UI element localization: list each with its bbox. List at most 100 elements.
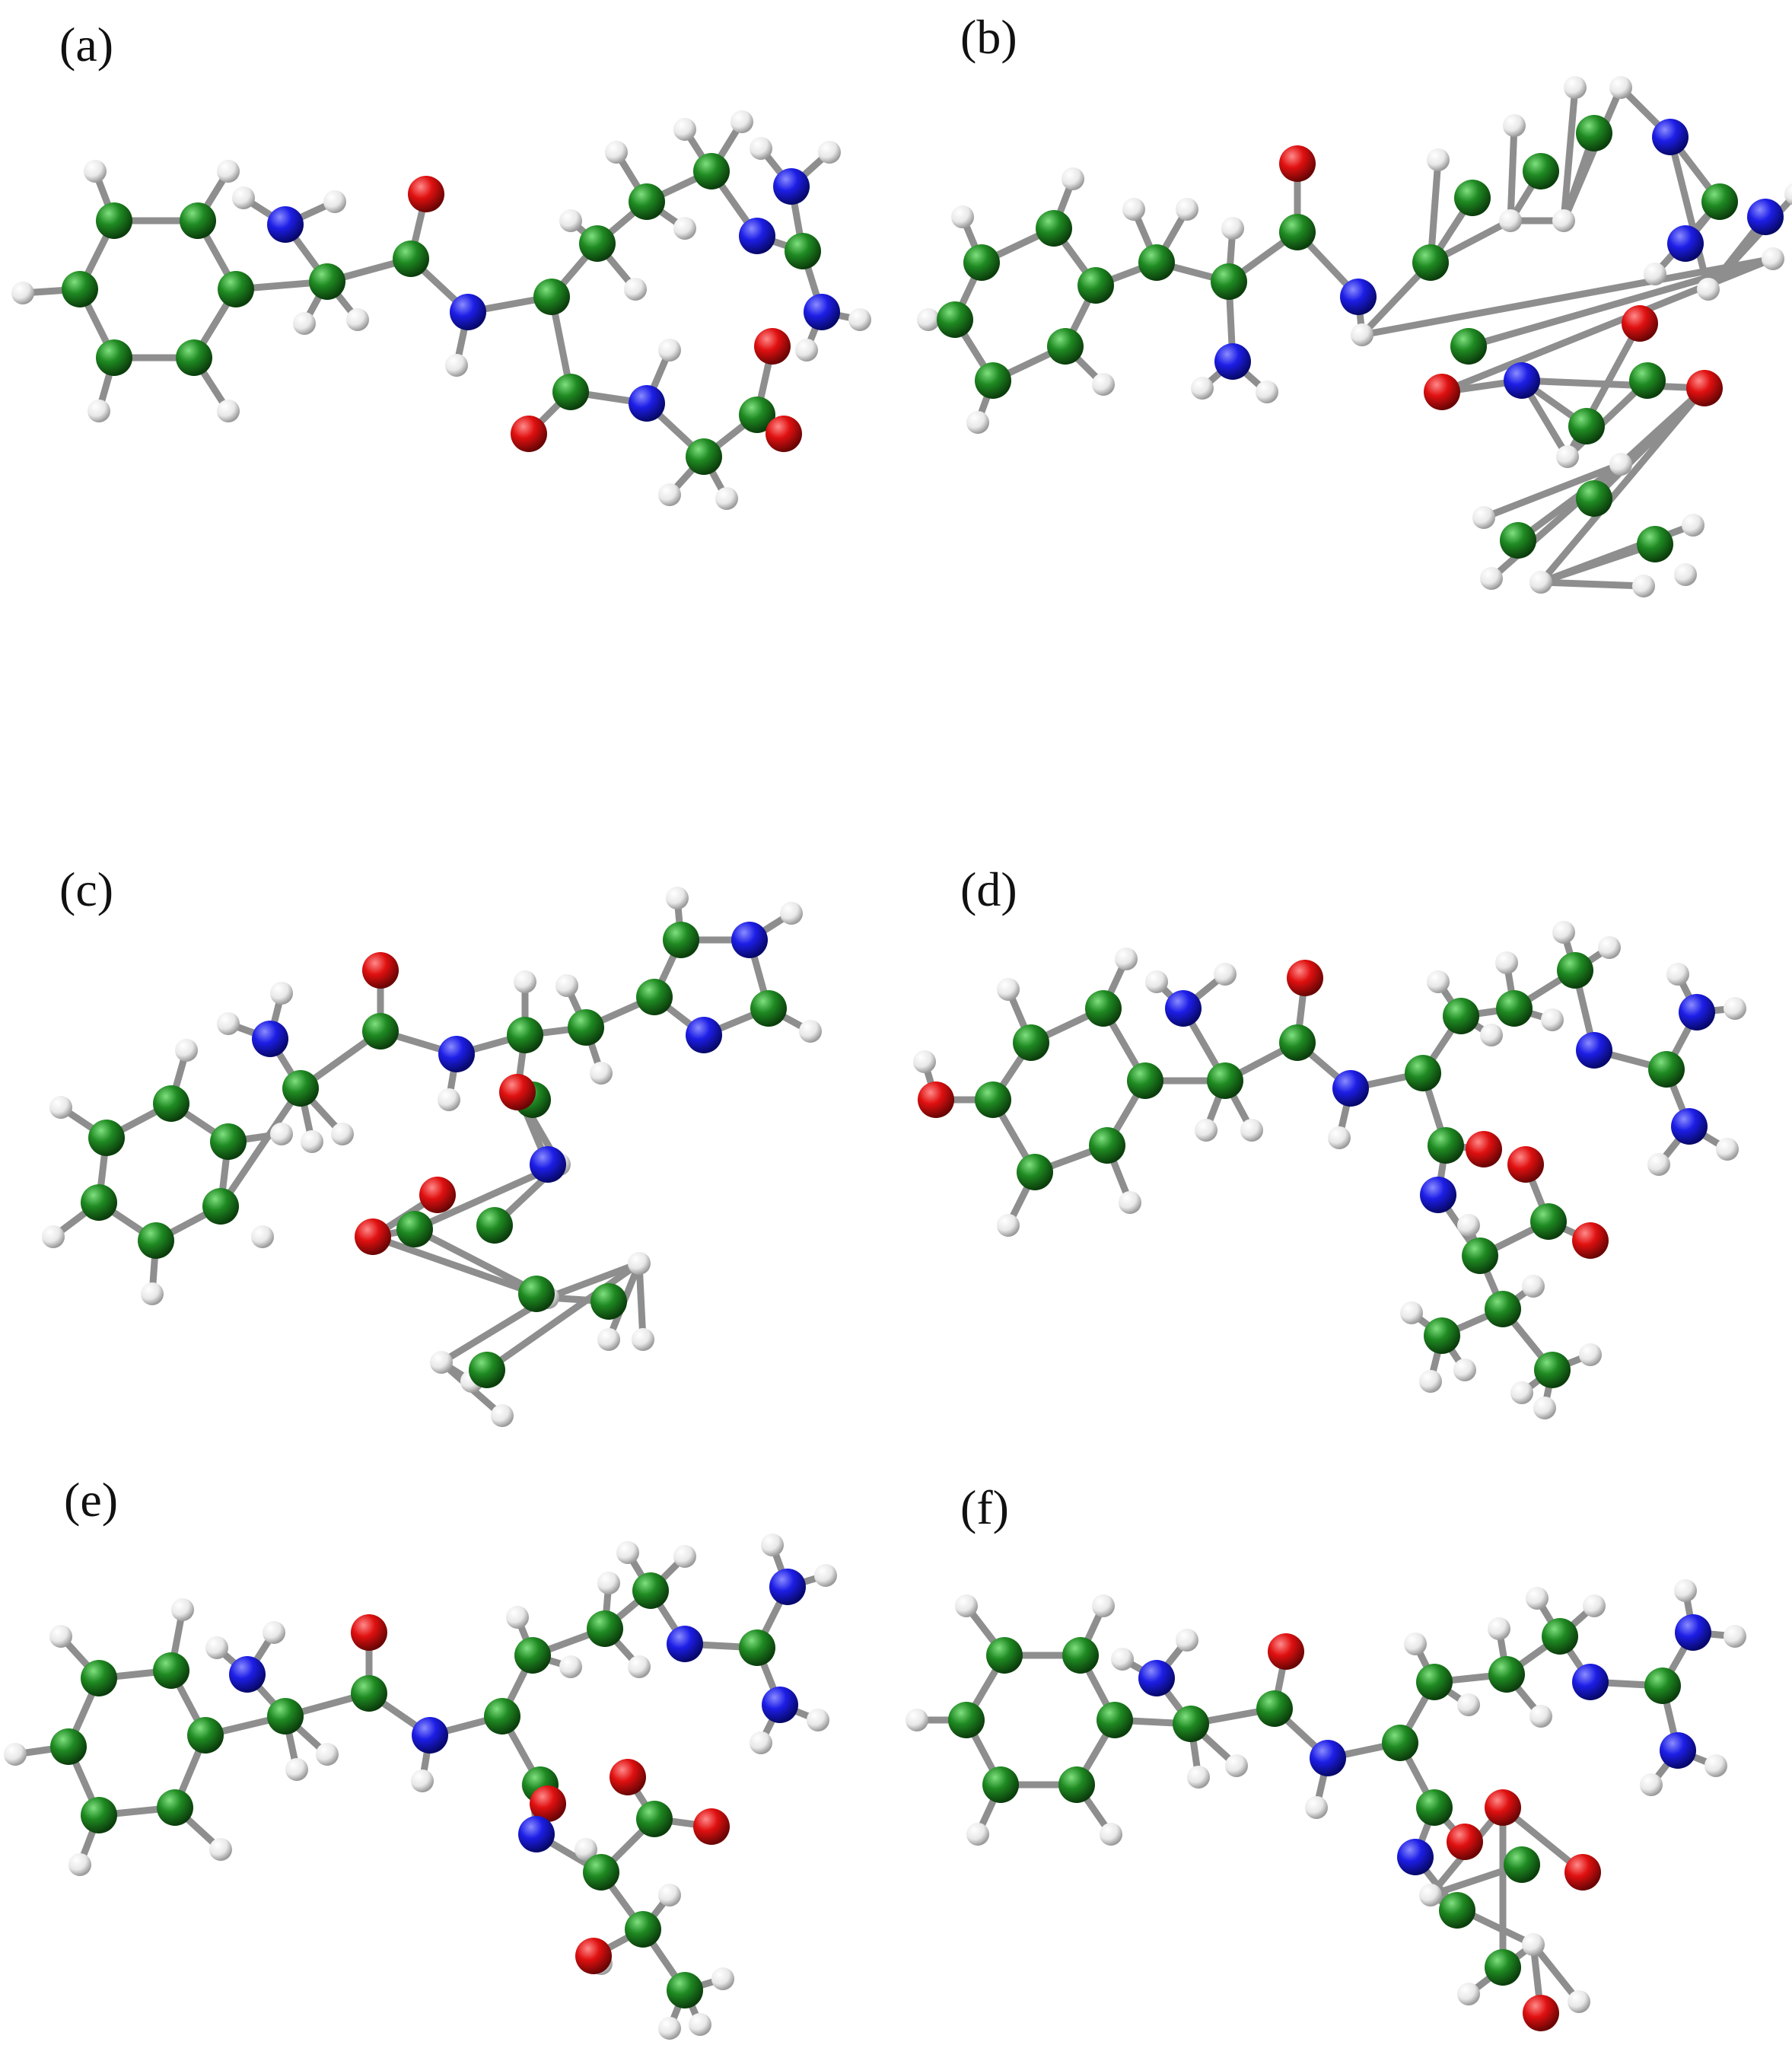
hydrogen-atom: [559, 1655, 582, 1678]
nitrogen-atom: [731, 922, 768, 958]
molecule-a: [11, 110, 871, 510]
nitrogen-atom: [1747, 199, 1784, 235]
nitrogen-atom: [1675, 1614, 1711, 1651]
carbon-atom: [1127, 1062, 1163, 1099]
nitrogen-atom: [1667, 225, 1704, 262]
oxygen-atom: [1523, 1995, 1559, 2031]
hydrogen-atom: [1404, 1633, 1427, 1655]
hydrogen-atom: [795, 339, 818, 362]
hydrogen-atom: [175, 1039, 198, 1062]
hydrogen-atom: [1305, 1796, 1328, 1819]
carbon-atom: [157, 1789, 193, 1826]
hydrogen-atom: [666, 887, 689, 909]
hydrogen-atom: [1716, 1138, 1739, 1161]
nitrogen-atom: [267, 206, 304, 243]
hydrogen-atom: [730, 110, 753, 133]
carbon-atom: [1443, 998, 1479, 1034]
nitrogen-atom: [1660, 1732, 1696, 1769]
carbon-atom: [1488, 1656, 1525, 1693]
hydrogen-atom: [1062, 167, 1084, 190]
carbon-atom: [975, 1081, 1011, 1118]
hydrogen-atom: [689, 2013, 711, 2036]
carbon-atom: [975, 362, 1011, 399]
carbon-atom: [1062, 1637, 1099, 1674]
carbon-atom: [176, 339, 212, 376]
hydrogen-atom: [1674, 563, 1697, 586]
oxygen-atom: [610, 1759, 646, 1795]
carbon-atom: [1450, 328, 1487, 365]
nitrogen-atom: [438, 1036, 475, 1072]
hydrogen-atom: [1598, 936, 1621, 959]
hydrogen-atom: [1191, 377, 1214, 400]
carbon-atom: [180, 202, 216, 239]
hydrogen-atom: [88, 400, 110, 422]
carbon-atom: [583, 1854, 619, 1891]
hydrogen-atom: [1351, 323, 1373, 346]
carbon-atom: [1637, 526, 1673, 562]
hydrogen-atom: [84, 160, 107, 183]
carbon-atom: [362, 1013, 399, 1050]
hydrogen-atom: [42, 1225, 65, 1248]
hydrogen-atom: [750, 137, 772, 160]
hydrogen-atom: [1552, 921, 1575, 944]
hydrogen-atom: [1556, 445, 1579, 468]
molecule-c: [42, 887, 822, 1427]
nitrogen-atom: [530, 1146, 566, 1183]
carbon-atom: [1576, 115, 1612, 151]
hydrogen-atom: [711, 1967, 734, 1990]
hydrogen-atom: [1529, 571, 1552, 594]
hydrogen-atom: [49, 1096, 72, 1119]
carbon-atom: [1648, 1051, 1685, 1088]
hydrogen-atom: [438, 1088, 460, 1111]
carbon-atom: [282, 1070, 319, 1107]
hydrogen-atom: [951, 205, 974, 228]
carbon-atom: [986, 1637, 1023, 1674]
hydrogen-atom: [1480, 1024, 1503, 1046]
carbon-atom: [267, 1698, 304, 1734]
hydrogen-atom: [506, 1606, 529, 1629]
oxygen-atom: [362, 952, 399, 989]
nitrogen-atom: [667, 1626, 703, 1662]
hydrogen-atom: [263, 1621, 285, 1644]
carbon-atom: [1412, 244, 1449, 281]
carbon-atom: [1629, 362, 1666, 399]
carbon-atom: [636, 979, 673, 1015]
bond: [1518, 377, 1708, 392]
hydrogen-atom: [673, 1545, 696, 1568]
nitrogen-atom: [686, 1017, 722, 1053]
hydrogen-atom: [966, 411, 989, 434]
carbon-atom: [96, 339, 132, 376]
hydrogen-atom: [1457, 1983, 1480, 2005]
hydrogen-atom: [171, 1598, 194, 1621]
molecule-e: [4, 1534, 837, 2040]
carbon-atom: [1382, 1725, 1418, 1761]
hydrogen-atom: [1427, 970, 1450, 993]
carbon-atom: [552, 374, 589, 410]
hydrogen-atom: [673, 118, 696, 141]
hydrogen-atom: [673, 217, 696, 240]
nitrogen-atom: [518, 1816, 555, 1852]
hydrogen-atom: [590, 1062, 613, 1085]
nitrogen-atom: [1310, 1740, 1346, 1776]
hydrogen-atom: [1111, 1648, 1134, 1671]
hydrogen-atom: [1480, 567, 1503, 590]
hydrogen-atom: [1510, 1381, 1533, 1404]
bond: [1480, 460, 1625, 521]
bond: [1666, 133, 1712, 293]
carbon-atom: [484, 1698, 520, 1734]
carbon-atom: [579, 225, 616, 262]
nitrogen-atom: [1397, 1839, 1434, 1875]
hydrogen-atom: [11, 282, 34, 304]
hydrogen-atom: [1526, 1587, 1549, 1610]
carbon-atom: [1211, 263, 1247, 300]
hydrogen-atom: [1176, 198, 1198, 221]
carbon-atom: [1462, 1238, 1498, 1274]
oxygen-atom: [1686, 370, 1723, 406]
oxygen-atom: [499, 1074, 536, 1110]
carbon-atom: [187, 1717, 224, 1754]
molecule-f: [906, 1579, 1746, 2031]
carbon-atom: [663, 922, 699, 958]
bond: [1560, 84, 1625, 225]
hydrogen-atom: [301, 1130, 323, 1153]
